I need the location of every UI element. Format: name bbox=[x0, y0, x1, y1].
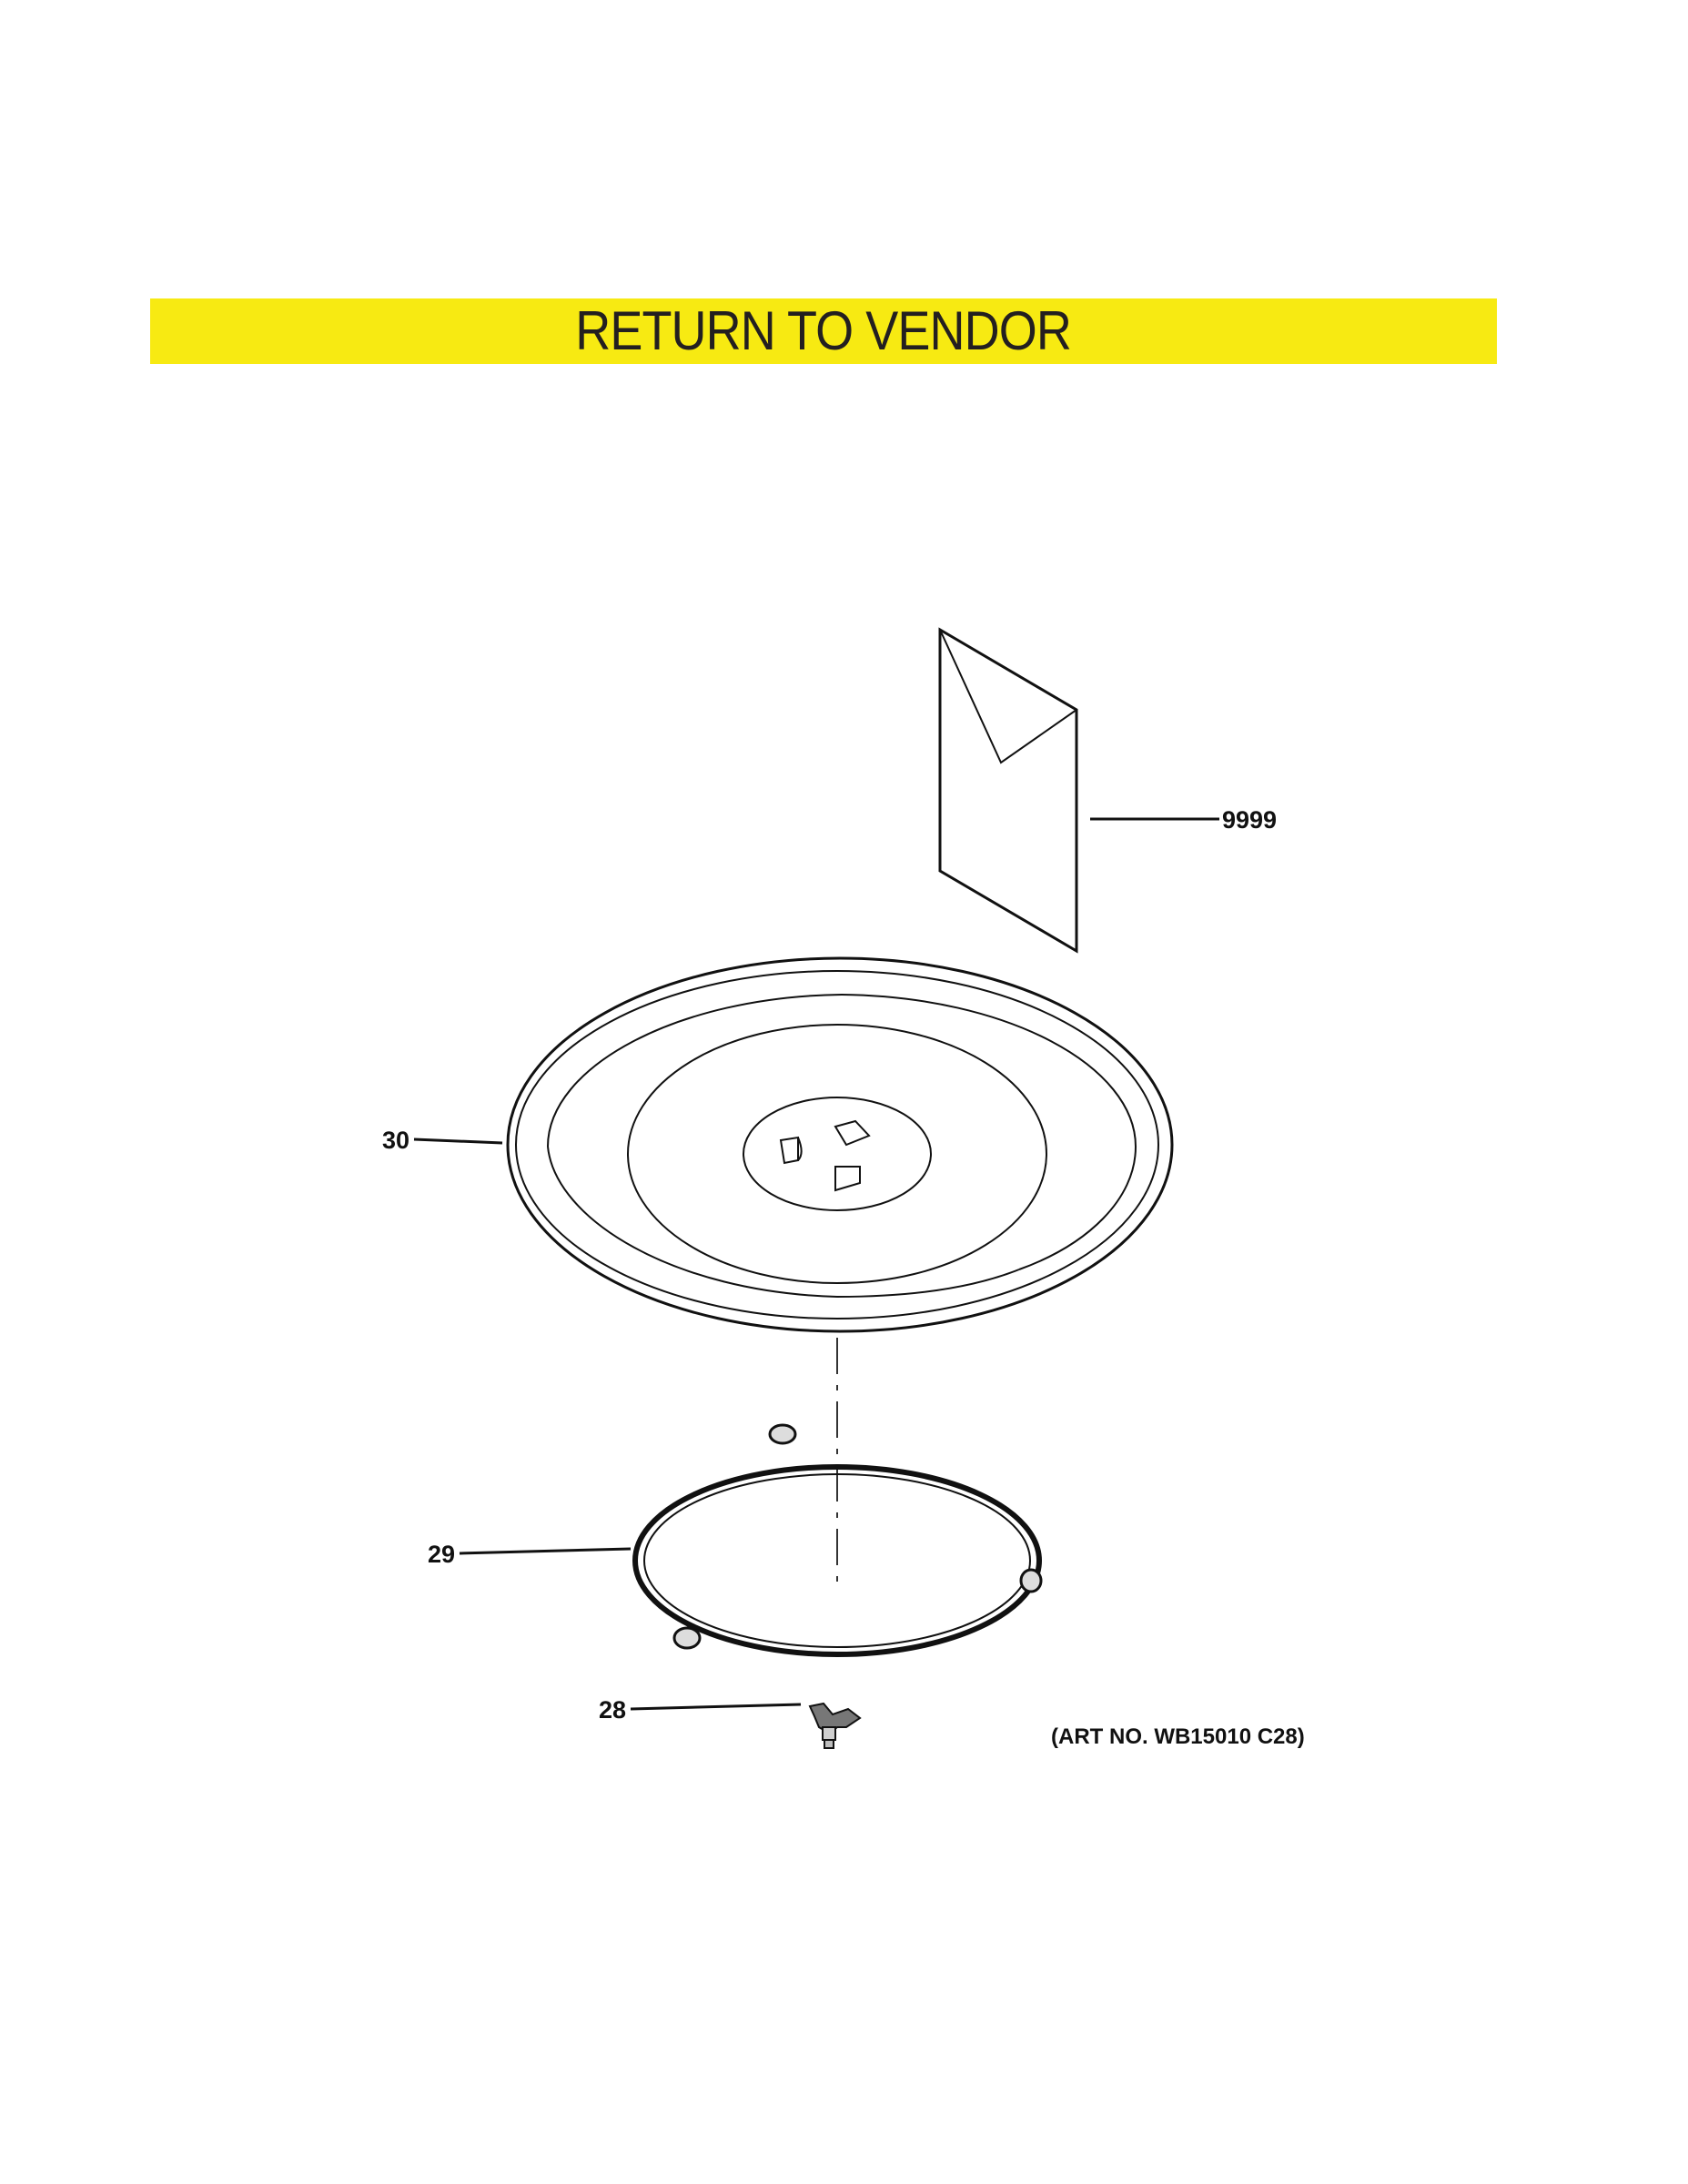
coupler-part[interactable] bbox=[808, 1702, 862, 1749]
callout-28[interactable]: 28 bbox=[599, 1696, 626, 1724]
turntable-tray-part[interactable] bbox=[506, 956, 1174, 1333]
leader-line-29 bbox=[459, 1547, 632, 1555]
literature-part[interactable] bbox=[938, 627, 1078, 954]
leader-line-28 bbox=[630, 1703, 802, 1711]
callout-30[interactable]: 30 bbox=[382, 1127, 409, 1154]
art-number-label: (ART NO. WB15010 C28) bbox=[1051, 1724, 1305, 1749]
leader-line-30 bbox=[413, 1138, 503, 1145]
banner-title: RETURN TO VENDOR bbox=[575, 300, 1073, 361]
return-to-vendor-banner: RETURN TO VENDOR bbox=[150, 298, 1497, 364]
roller-ring-part[interactable] bbox=[632, 1423, 1043, 1657]
callout-29[interactable]: 29 bbox=[428, 1541, 455, 1568]
callout-9999[interactable]: 9999 bbox=[1222, 806, 1277, 834]
